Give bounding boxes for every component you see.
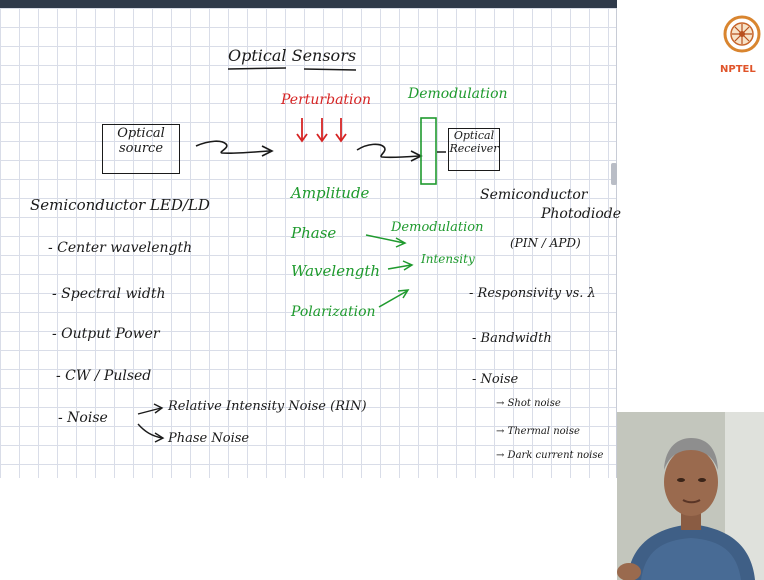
title-underline-2 xyxy=(303,68,357,71)
detector-heading-line3: (PIN / APD) xyxy=(510,236,581,250)
source-item: - Output Power xyxy=(52,326,160,342)
demodulation-label: Demodulation xyxy=(408,86,508,102)
source-arrow xyxy=(195,140,271,155)
modulation-item: Polarization xyxy=(291,304,376,320)
source-item: - Noise xyxy=(58,410,108,426)
rin-label: Relative Intensity Noise (RIN) xyxy=(168,399,367,414)
receiver-label-line1: Optical xyxy=(453,129,495,142)
modulation-item: Wavelength xyxy=(291,262,381,280)
demodulation-note: Demodulation xyxy=(391,220,484,235)
toolbar-strip xyxy=(0,0,617,8)
modulation-item: Amplitude xyxy=(291,184,370,202)
detector-noise-sub: → Dark current noise xyxy=(496,450,604,461)
perturbation-label: Perturbation xyxy=(281,92,371,108)
presenter-video xyxy=(617,412,764,580)
source-item: - Spectral width xyxy=(52,286,166,302)
modulator-arrow xyxy=(356,143,420,159)
polarization-arrow xyxy=(378,290,408,308)
wavelength-arrow xyxy=(387,264,412,270)
detector-noise-sub: → Thermal noise xyxy=(496,426,580,437)
modulation-item: Phase xyxy=(291,224,337,242)
detector-item: - Bandwidth xyxy=(472,331,552,346)
perturbation-arrows xyxy=(296,118,347,143)
demodulator-block xyxy=(420,117,437,185)
nptel-emblem-icon xyxy=(723,15,761,53)
detector-item: - Noise xyxy=(472,372,519,387)
phase-noise-arrow xyxy=(137,423,163,439)
detector-heading-line2: Photodiode xyxy=(541,206,622,222)
nptel-logo: NPTEL xyxy=(720,12,762,82)
phase-arrow xyxy=(365,234,405,244)
page-title: Optical Sensors xyxy=(228,46,357,65)
detector-heading-line1: Semiconductor xyxy=(480,187,588,203)
rin-arrow xyxy=(137,407,162,415)
source-item: - Center wavelength xyxy=(48,240,193,256)
page-scroll-handle[interactable] xyxy=(611,163,617,185)
notebook-canvas xyxy=(0,0,617,478)
title-underline-1 xyxy=(227,67,287,70)
source-heading: Semiconductor LED/LD xyxy=(30,196,210,214)
detector-item: - Responsivity vs. λ xyxy=(469,286,596,301)
source-item: - CW / Pulsed xyxy=(56,368,152,384)
receiver-label-line2: Receiver xyxy=(449,141,499,155)
page-edge xyxy=(616,8,617,478)
presenter-image xyxy=(617,412,764,580)
intensity-note: Intensity xyxy=(421,252,475,266)
source-label-line1: Optical xyxy=(117,126,165,141)
ink-strokes xyxy=(137,67,446,443)
phase-noise-label: Phase Noise xyxy=(168,431,250,446)
source-label-line2: source xyxy=(118,140,164,156)
optical-source-box: Optical source xyxy=(102,124,180,174)
detector-noise-sub: → Shot noise xyxy=(496,398,561,409)
nptel-logo-text: NPTEL xyxy=(720,64,756,75)
optical-receiver-box: Optical Receiver xyxy=(448,128,500,171)
